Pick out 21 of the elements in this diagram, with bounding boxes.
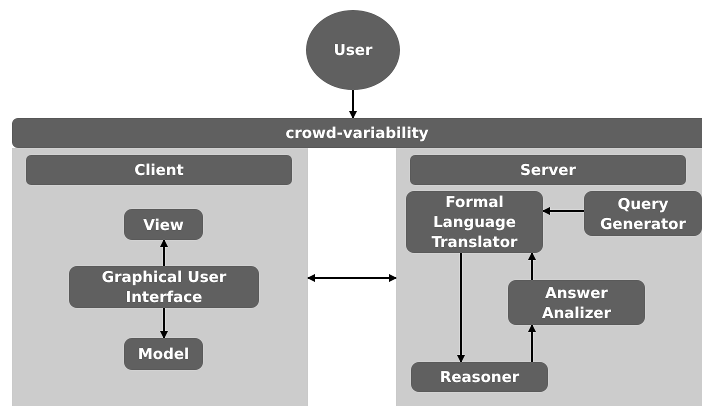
process-box: Graphical User Interface [69,266,259,308]
panel-background [396,148,702,406]
arrow [160,308,168,339]
arrow [528,324,536,362]
user-ellipse: User [306,10,400,90]
arrow [528,252,536,280]
panel-background [12,148,308,406]
system-title-bar: crowd-variability [12,118,702,148]
process-box: Formal Language Translator [406,191,543,253]
process-box: Answer Analizer [508,280,645,325]
arrow [542,207,584,215]
arrow [349,90,357,119]
process-box: Reasoner [411,362,548,392]
process-box: Model [124,338,203,370]
panel-header: Server [410,155,686,185]
panel-header: Client [26,155,292,185]
process-box: Query Generator [584,191,702,236]
arrow [457,253,465,363]
arrow [160,239,168,266]
arrow [307,274,397,282]
process-box: View [124,209,203,240]
